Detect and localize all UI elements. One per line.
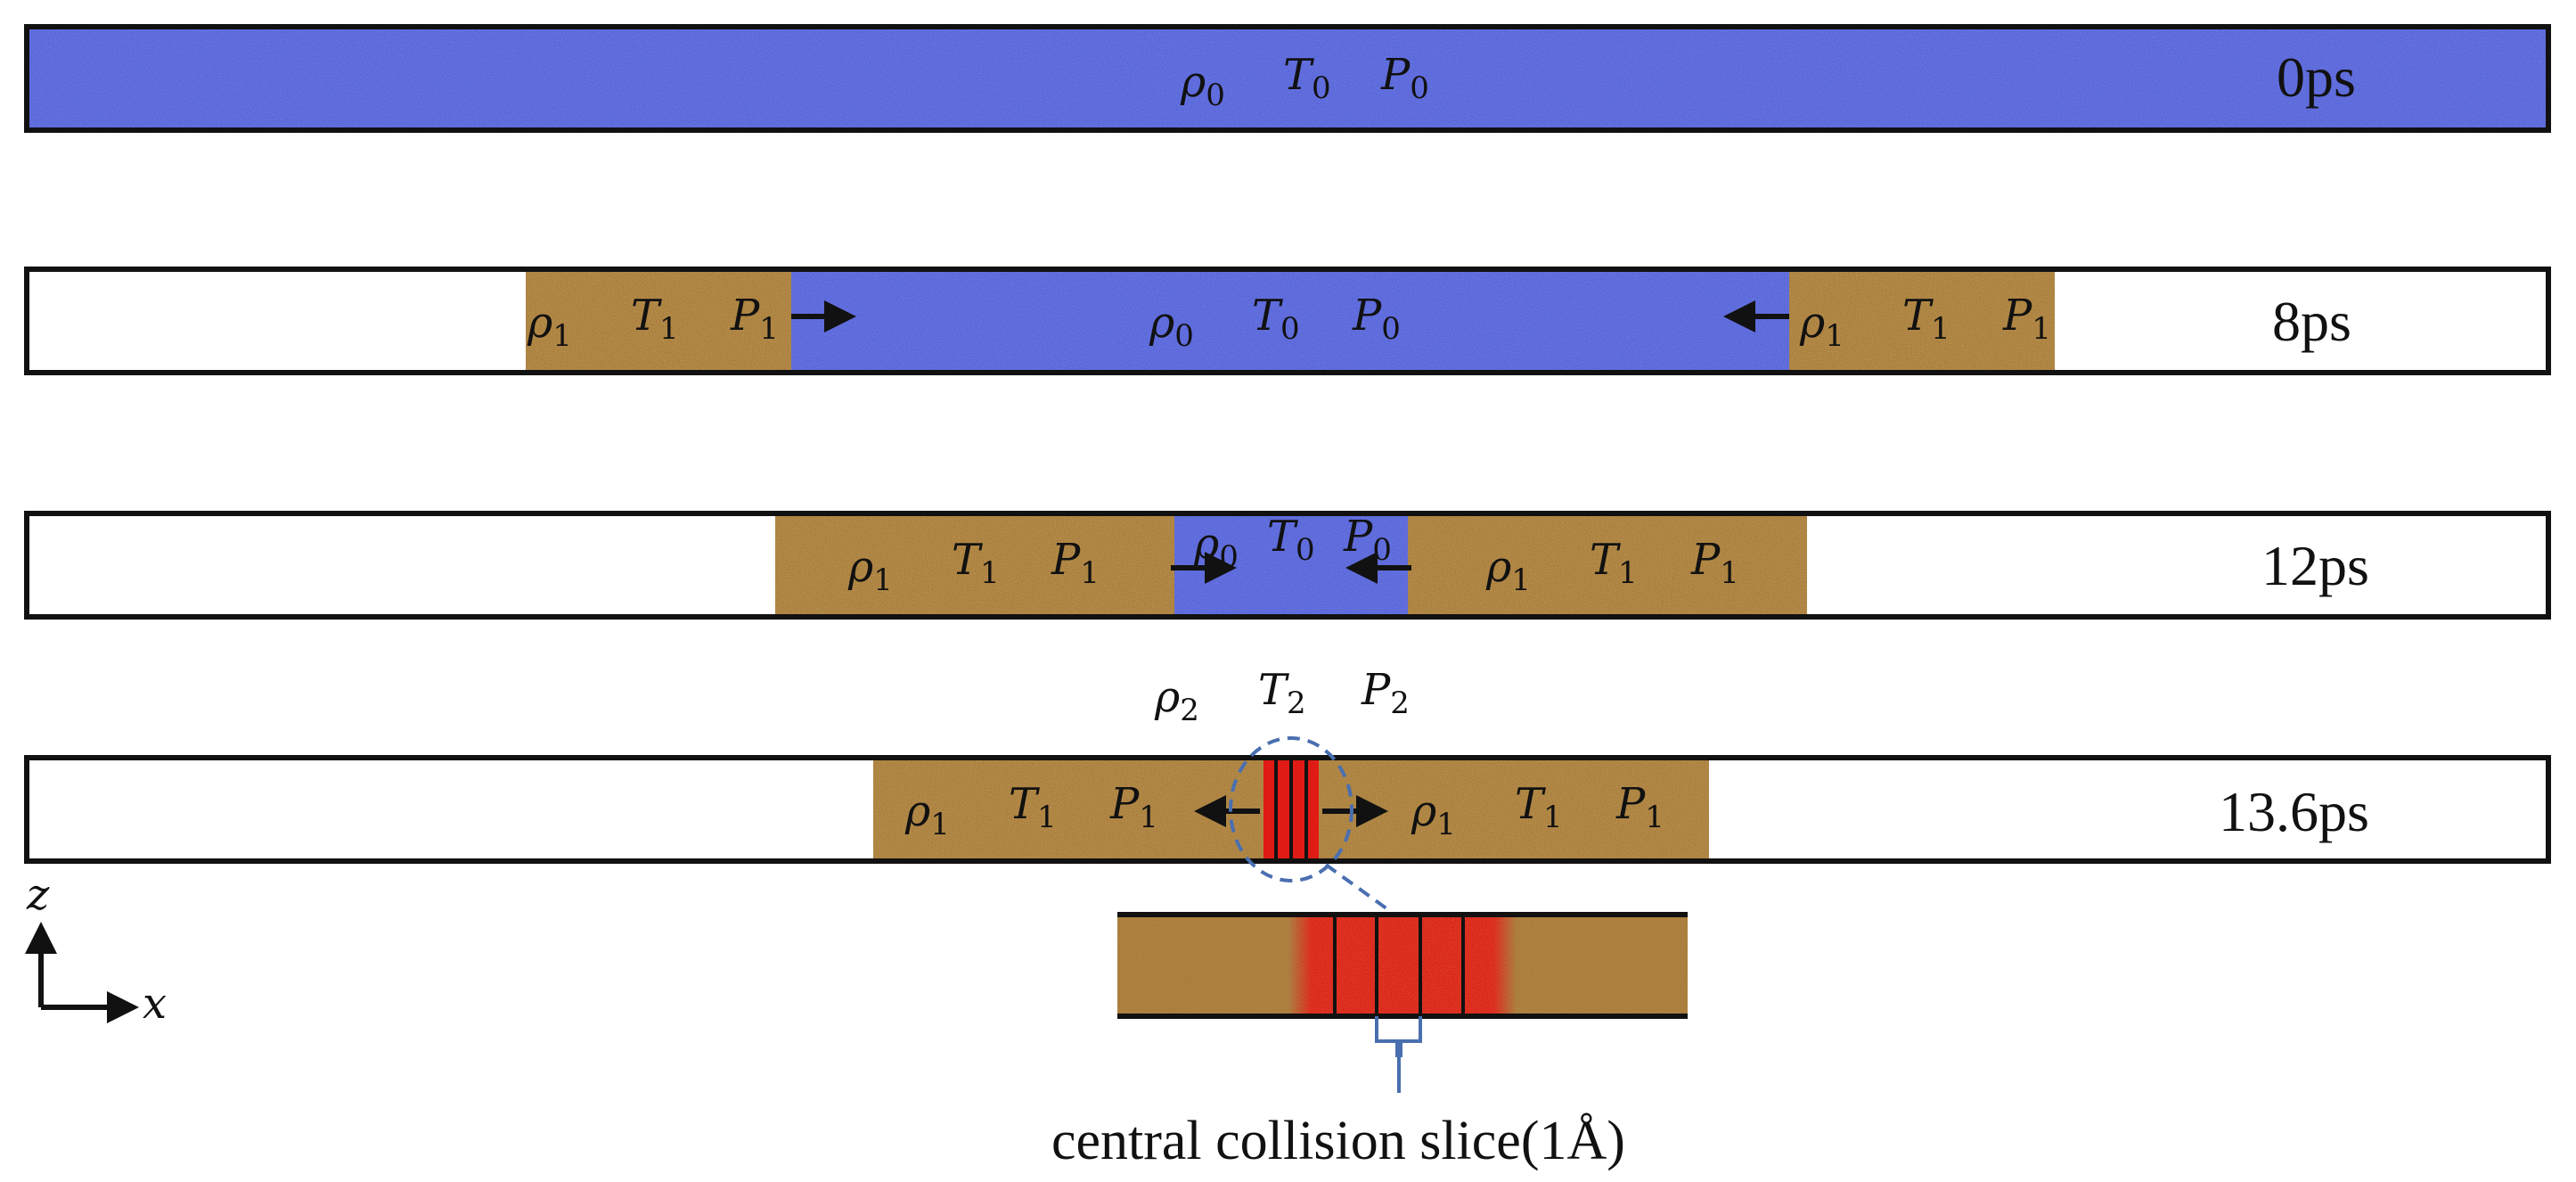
svg-text:ρ1: ρ1 <box>1485 542 1531 598</box>
svg-text:ρ1: ρ1 <box>527 298 572 354</box>
frame-13-6ps: ρ2 T2 P2 ρ1 T1 P1 ρ1 T1 P1 13.6ps <box>24 665 2551 882</box>
frame-8ps: ρ1 T1 P1 ρ0 T0 P0 ρ1 T1 P1 8ps <box>24 267 2551 375</box>
svg-text:P1: P1 <box>1051 535 1100 591</box>
cold-grain <box>791 269 1789 373</box>
shocked-grain-right <box>1789 269 2055 373</box>
state-labels-shocked-right: ρ1 T1 P1 <box>1485 535 1739 598</box>
shocked-grain-left <box>526 269 791 373</box>
svg-text:P1: P1 <box>1690 535 1739 591</box>
zoom-leader <box>1324 863 1392 913</box>
time-label: 0ps <box>2277 45 2356 109</box>
state-labels-cold: ρ0 T0 P0 <box>1149 291 1401 354</box>
frame-outline <box>24 755 2551 864</box>
frame-outline <box>24 511 2551 620</box>
svg-text:P1: P1 <box>1615 779 1664 835</box>
inset-slice-lines <box>1333 915 1465 1016</box>
svg-text:P1: P1 <box>2002 291 2051 347</box>
frame-outline <box>24 267 2551 375</box>
time-label: 8ps <box>2272 290 2351 353</box>
svg-text:ρ0: ρ0 <box>1180 57 1225 113</box>
svg-text:P0: P0 <box>1352 291 1401 347</box>
slice-lines <box>1274 758 1308 861</box>
shocked-grain-right <box>1408 513 1807 617</box>
svg-text:ρ2: ρ2 <box>1154 672 1199 728</box>
frame-0ps: ρ0 T0 P0 0ps <box>24 24 2551 133</box>
svg-text:ρ1: ρ1 <box>1799 298 1844 354</box>
axes-indicator: z x <box>24 870 167 1029</box>
svg-text:ρ1: ρ1 <box>1411 786 1456 842</box>
frame-outline <box>24 24 2551 133</box>
svg-text:P1: P1 <box>730 291 779 347</box>
svg-text:T1: T1 <box>1515 779 1563 835</box>
frame-12ps: ρ1 T1 P1 ρ0 T0 P0 ρ1 T1 P1 12ps <box>24 511 2551 620</box>
svg-text:T1: T1 <box>1590 535 1638 591</box>
svg-text:T1: T1 <box>631 291 679 347</box>
state-labels-shocked-left: ρ1 T1 P1 <box>904 779 1158 842</box>
svg-text:P2: P2 <box>1361 665 1410 721</box>
zoom-inset <box>1117 912 1688 1019</box>
svg-text:T0: T0 <box>1283 50 1331 106</box>
x-axis-label: x <box>143 979 167 1029</box>
svg-text:P0: P0 <box>1380 50 1429 106</box>
svg-text:T1: T1 <box>1902 291 1950 347</box>
time-label: 13.6ps <box>2219 780 2369 843</box>
inset-grain <box>1117 913 1688 1016</box>
svg-text:T1: T1 <box>952 535 1000 591</box>
state-labels-shocked-right: ρ1 T1 P1 <box>1411 779 1664 842</box>
inset-caption: central collision slice(1Å) <box>1051 1111 1625 1171</box>
svg-text:P1: P1 <box>1109 779 1158 835</box>
svg-text:T1: T1 <box>1009 779 1057 835</box>
slice-bracket <box>1375 1016 1422 1057</box>
z-axis-label: z <box>26 870 50 920</box>
state-labels-shocked-left: ρ1 T1 P1 <box>847 535 1100 598</box>
state-labels-collision: ρ2 T2 P2 <box>1154 665 1410 728</box>
shocked-grain-left <box>775 513 1174 617</box>
state-labels-shocked-left: ρ1 T1 P1 <box>527 291 779 354</box>
svg-text:T0: T0 <box>1267 512 1315 568</box>
svg-text:ρ0: ρ0 <box>1149 298 1194 354</box>
time-label: 12ps <box>2261 534 2369 597</box>
svg-text:T2: T2 <box>1258 665 1306 721</box>
state-labels-cold: ρ0 T0 P0 <box>1180 50 1429 113</box>
cold-grain <box>27 27 2548 130</box>
svg-text:T0: T0 <box>1252 291 1300 347</box>
state-labels-shocked-right: ρ1 T1 P1 <box>1799 291 2051 354</box>
svg-text:ρ1: ρ1 <box>904 786 950 842</box>
svg-text:ρ1: ρ1 <box>847 542 893 598</box>
zoom-ellipse <box>1229 736 1353 882</box>
